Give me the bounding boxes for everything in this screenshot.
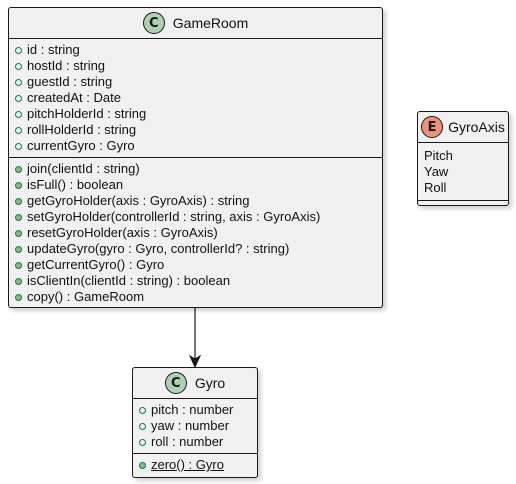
enum-header: E GyroAxis <box>418 112 508 143</box>
public-method-icon <box>15 245 22 253</box>
arrow-head-icon <box>188 354 202 369</box>
public-method-icon <box>15 277 22 285</box>
method-row: updateGyro(gyro : Gyro, controllerId? : … <box>9 241 382 257</box>
class-name: Gyro <box>194 375 226 391</box>
method-row: resetGyroHolder(axis : GyroAxis) <box>9 225 382 241</box>
method-row: setGyroHolder(controllerId : string, axi… <box>9 209 382 225</box>
method-row: isFull() : boolean <box>9 177 382 193</box>
field-row: createdAt : Date <box>9 90 382 106</box>
public-field-icon <box>139 422 146 430</box>
public-method-icon <box>15 213 22 221</box>
public-field-icon <box>139 406 146 414</box>
enum-value: Roll <box>424 180 447 195</box>
class-gyro[interactable]: C Gyro pitch : number yaw : number roll … <box>132 367 258 478</box>
public-field-icon <box>139 438 146 446</box>
public-field-icon <box>15 78 22 86</box>
field-section: id : string hostId : string guestId : st… <box>9 39 382 158</box>
field-row: rollHolderId : string <box>9 122 382 138</box>
field-row: roll : number <box>133 434 257 450</box>
public-method-icon <box>15 197 22 205</box>
method-row: getGyroHolder(axis : GyroAxis) : string <box>9 193 382 209</box>
public-method-icon <box>15 181 22 189</box>
public-method-icon <box>15 293 22 301</box>
public-field-icon <box>15 46 22 54</box>
class-header: C Gyro <box>133 368 257 399</box>
public-method-icon <box>15 229 22 237</box>
field-section: pitch : number yaw : number roll : numbe… <box>133 399 257 454</box>
enum-values-section: Pitch Yaw Roll <box>418 143 508 201</box>
public-field-icon <box>15 110 22 118</box>
enum-value: Yaw <box>424 164 449 179</box>
public-field-icon <box>15 94 22 102</box>
method-row: isClientIn(clientId : string) : boolean <box>9 273 382 289</box>
public-method-icon <box>15 261 22 269</box>
method-row: copy() : GameRoom <box>9 289 382 305</box>
enum-name: GyroAxis <box>448 119 505 135</box>
method-row: join(clientId : string) <box>9 161 382 177</box>
public-method-icon <box>15 165 22 173</box>
public-field-icon <box>15 126 22 134</box>
class-stereotype-icon: C <box>142 12 165 34</box>
class-name: GameRoom <box>172 15 249 31</box>
field-row: hostId : string <box>9 58 382 74</box>
method-section: join(clientId : string) isFull() : boole… <box>9 158 382 308</box>
public-field-icon <box>15 142 22 150</box>
class-header: C GameRoom <box>9 8 382 39</box>
field-row: currentGyro : Gyro <box>9 138 382 154</box>
field-row: guestId : string <box>9 74 382 90</box>
class-stereotype-icon: C <box>164 372 187 394</box>
method-row: getCurrentGyro() : Gyro <box>9 257 382 273</box>
enum-stereotype-icon: E <box>421 116 444 138</box>
public-field-icon <box>15 62 22 70</box>
enum-gyroaxis[interactable]: E GyroAxis Pitch Yaw Roll <box>417 111 509 206</box>
static-method-row: zero() : Gyro <box>133 457 257 473</box>
field-row: pitchHolderId : string <box>9 106 382 122</box>
enum-value: Pitch <box>424 148 453 163</box>
field-row: yaw : number <box>133 418 257 434</box>
public-method-icon <box>139 461 146 469</box>
method-section: zero() : Gyro <box>133 454 257 476</box>
field-row: id : string <box>9 42 382 58</box>
field-row: pitch : number <box>133 402 257 418</box>
class-gameroom[interactable]: C GameRoom id : string hostId : string g… <box>8 7 383 308</box>
